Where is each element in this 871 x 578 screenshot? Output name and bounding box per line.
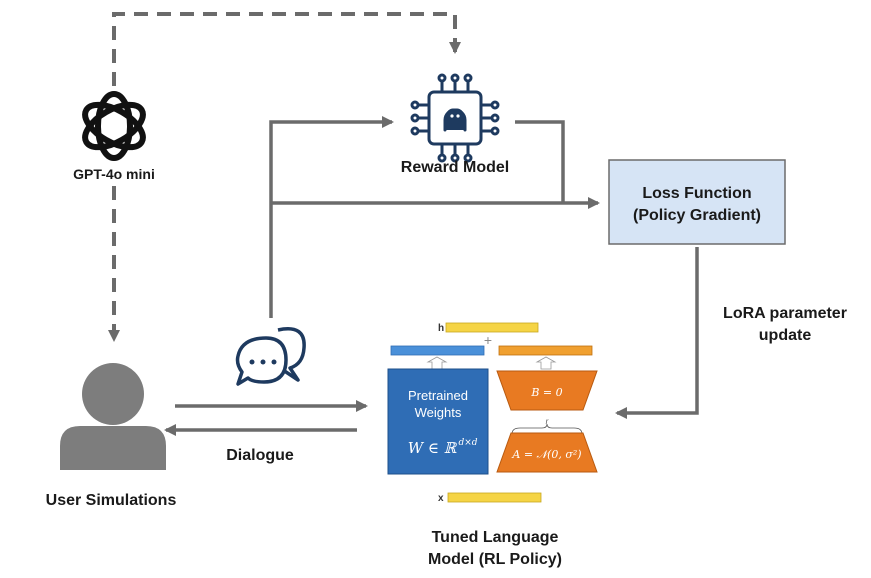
lora-a-trapezoid [496,432,598,473]
pretrained-label-line1: Pretrained [408,388,468,403]
lora-figure: h + Pretrained Weights W ∈ ℝ d×d B = 0 r… [387,322,598,504]
pretrained-output-bar [390,345,485,356]
gpt-label: GPT-4o mini [73,166,155,182]
openai-logo-icon [82,91,146,161]
b-formula: B = 0 [530,386,562,399]
a-formula: A = 𝒩(0, σ²) [511,448,581,461]
lora-x-label: x [438,493,444,504]
chat-bubbles-icon [235,327,306,386]
loss-function-box [608,159,786,245]
rank-brace [511,423,583,435]
lora-update-label-line1: LoRA parameter [723,305,847,322]
up-arrow-lora [535,356,557,370]
lora-h-label: h [438,323,444,334]
rank-label: r [546,417,549,426]
lora-b-trapezoid [496,370,598,411]
pretrained-label-line2: Weights [415,405,462,420]
w-formula: W ∈ ℝ [408,439,458,457]
up-arrow-pretrained [426,356,448,370]
pretrained-weights-block [387,368,489,475]
tuned-model-label-line2: Model (RL Policy) [428,551,562,568]
lora-plus-sign: + [484,332,492,348]
arrow-reward-to-loss [515,120,565,203]
dialogue-label: Dialogue [226,447,294,464]
arrow-loss-to-model [615,247,699,419]
h-output-bar [445,322,539,333]
lora-update-label-line2: update [759,327,812,344]
tuned-model-label-line1: Tuned Language [432,529,559,546]
user-avatar-icon [60,363,166,470]
user-simulations-label: User Simulations [46,492,177,509]
w-superscript: d×d [458,438,477,448]
arrow-dialogue-to-reward [269,116,394,318]
loss-function-subtitle: (Policy Gradient) [633,207,761,224]
reward-model-label: Reward Model [401,159,509,176]
lora-output-bar [498,345,593,356]
loss-function-title: Loss Function [642,185,751,202]
dashed-arrow-to-reward [112,12,461,86]
x-input-bar [447,492,542,503]
ai-chip-icon [410,73,500,163]
